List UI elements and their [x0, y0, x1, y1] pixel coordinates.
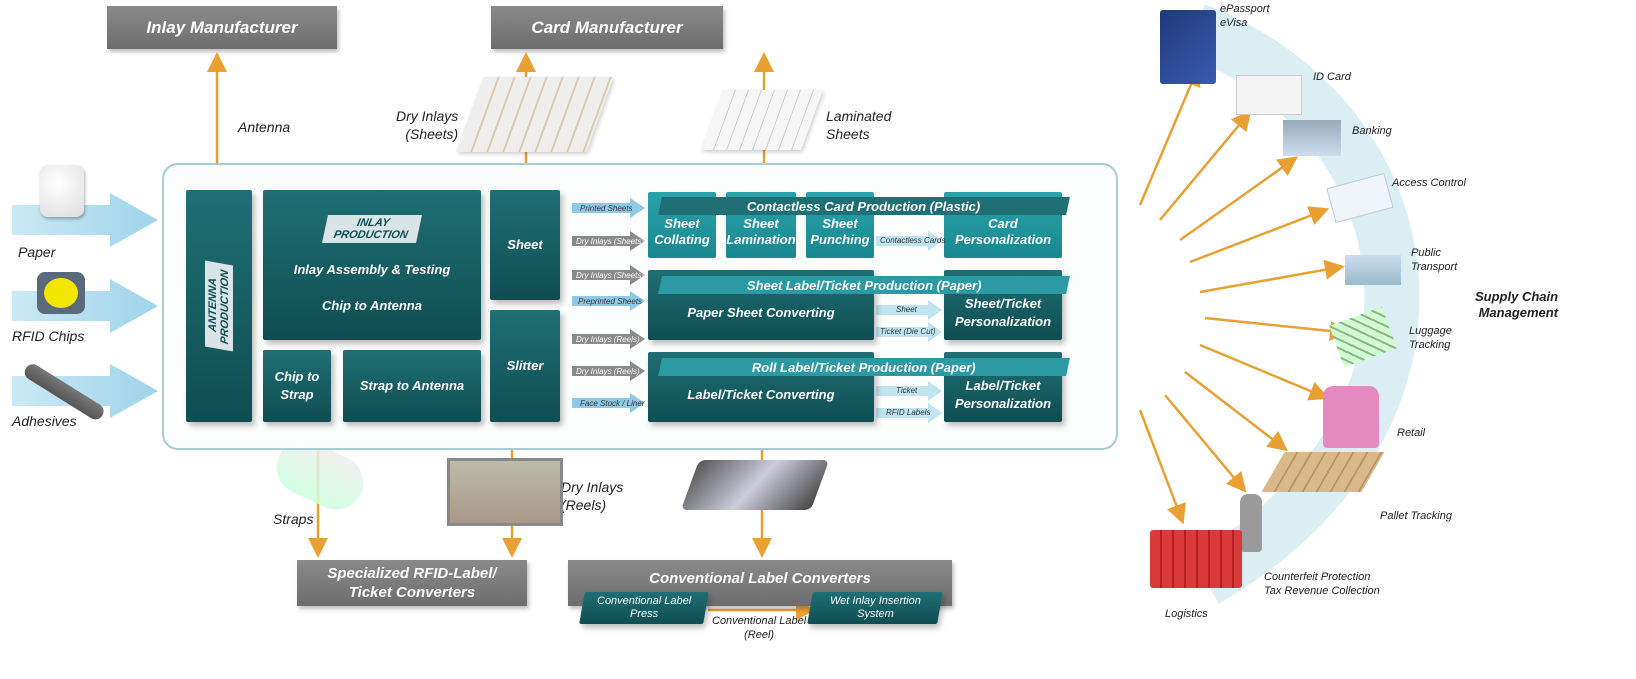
specialized-converters-box: Specialized RFID-Label/ Ticket Converter… [297, 560, 527, 606]
rfid-chip-image [37, 272, 85, 314]
arrow-label-dry-inlays-sheets-2: Dry Inlays (Sheets) [576, 271, 645, 280]
sheet-ticket-personalization-label: Sheet/Ticket Personalization [954, 296, 1052, 329]
id-card-image [1236, 75, 1302, 115]
roll-label-band: Roll Label/Ticket Production (Paper) [658, 358, 1070, 376]
supply-chain-title: Supply Chain Management [1475, 289, 1559, 320]
label-ticket-converting-label: Label/Ticket Converting [687, 387, 835, 402]
wet-inlay-block: Wet Inlay Insertion System [807, 592, 943, 624]
contactless-card-band: Contactless Card Production (Plastic) [658, 197, 1070, 215]
contactless-cards-label: Contactless Cards [880, 236, 946, 245]
sc-item-counterfeit: Counterfeit Protection Tax Revenue Colle… [1264, 571, 1380, 597]
rfid-labels-arrow-label: RFID Labels [886, 408, 931, 417]
chip-to-strap-label: Chip to Strap [274, 369, 320, 402]
paper-input-label: Paper [18, 244, 56, 260]
antenna-production-block: ANTENNA PRODUCTION [186, 190, 252, 422]
rfid-chips-input-label: RFID Chips [12, 328, 85, 344]
conventional-press-label: Conventional Label Press [596, 595, 692, 620]
sheet-label: Sheet [507, 237, 543, 252]
arrow-label-printed-sheets: Printed Sheets [580, 204, 633, 213]
card-manufacturer-label: Card Manufacturer [531, 18, 683, 37]
wet-inlay-label: Wet Inlay Insertion System [829, 595, 921, 620]
arrow-label-face-stock: Face Stock / Liner [580, 399, 645, 408]
supply-chain-rays [1138, 65, 1350, 525]
slitter-label: Slitter [506, 358, 544, 373]
arrow-label-dry-inlays-sheets-1: Dry Inlays (Sheets) [576, 237, 645, 246]
laminated-sheets-label: Laminated Sheets [826, 108, 892, 142]
roll-label-title: Roll Label/Ticket Production (Paper) [752, 359, 976, 375]
specialized-converters-label: Specialized RFID-Label/ Ticket Converter… [327, 565, 497, 601]
sheet-collating-label: Sheet Collating [654, 216, 710, 247]
sc-item-id-card: ID Card [1313, 71, 1351, 83]
paper-roll-image [40, 165, 84, 217]
inlay-manufacturer-box: Inlay Manufacturer [107, 6, 337, 49]
straps-label: Straps [273, 511, 314, 527]
label-ticket-personalization-label: Label/Ticket Personalization [954, 378, 1052, 411]
slitter-block: Slitter [490, 310, 560, 422]
inlay-assembly-block: INLAY PRODUCTION Inlay Assembly & Testin… [263, 190, 481, 340]
conventional-press-block: Conventional Label Press [579, 592, 709, 624]
card-manufacturer-box: Card Manufacturer [491, 6, 723, 49]
strap-to-antenna-label: Strap to Antenna [359, 378, 465, 393]
banking-card-image [1283, 120, 1341, 156]
sc-item-pallet: Pallet Tracking [1380, 510, 1452, 522]
sheet-label-title: Sheet Label/Ticket Production (Paper) [746, 277, 982, 293]
transport-card-image [1345, 255, 1401, 285]
dry-inlays-sheets-label: Dry Inlays (Sheets) [396, 108, 459, 142]
paper-sheet-converting-label: Paper Sheet Converting [687, 305, 835, 320]
inlay-manufacturer-label: Inlay Manufacturer [146, 18, 298, 37]
conventional-label-reel-label: Conventional Label (Reel) [712, 615, 807, 641]
sheet-block: Sheet [490, 190, 560, 300]
antenna-label: Antenna [238, 119, 291, 135]
passport-image [1160, 10, 1216, 84]
arrow-label-dry-inlays-reels-2: Dry Inlays (Reels) [576, 367, 640, 376]
chip-to-antenna-label: Chip to Antenna [322, 298, 422, 313]
sheet-lamination-label: Sheet Lamination [726, 216, 796, 247]
sheet-arrow-label: Sheet [896, 305, 917, 314]
sc-item-retail: Retail [1397, 427, 1426, 439]
contactless-card-title: Contactless Card Production (Plastic) [747, 198, 981, 214]
dry-inlays-reels-image [447, 458, 563, 526]
sc-item-banking: Banking [1352, 125, 1392, 137]
arrow-label-preprinted-sheets: Preprinted Sheets [578, 297, 643, 306]
dry-inlays-reels-label: Dry Inlays (Reels) [561, 479, 624, 513]
sc-item-public-transport: Public Transport [1411, 247, 1458, 273]
conventional-converters-label: Conventional Label Converters [649, 570, 871, 587]
bottle-image [1240, 494, 1262, 552]
ticket-die-cut-label: Ticket (Die Cut) [880, 327, 936, 336]
sc-item-epassport: ePassport eVisa [1220, 3, 1270, 29]
sc-item-luggage: Luggage Tracking [1409, 325, 1452, 351]
strap-to-antenna-block: Strap to Antenna [343, 350, 481, 422]
inlay-assembly-label: Inlay Assembly & Testing [293, 262, 451, 277]
sheet-punching-label: Sheet Punching [810, 216, 870, 247]
arrow-label-dry-inlays-reels-1: Dry Inlays (Reels) [576, 335, 640, 344]
chip-to-strap-block: Chip to Strap [263, 350, 331, 422]
ticket-arrow-label: Ticket [896, 386, 918, 395]
adhesives-input-label: Adhesives [12, 413, 77, 429]
sheet-label-band: Sheet Label/Ticket Production (Paper) [658, 276, 1070, 294]
shirt-image [1323, 386, 1379, 448]
sc-item-logistics: Logistics [1165, 608, 1208, 620]
card-personalization-label: Card Personalization [954, 216, 1052, 247]
sc-item-access-control: Access Control [1392, 177, 1466, 189]
crate-image [1150, 530, 1242, 588]
